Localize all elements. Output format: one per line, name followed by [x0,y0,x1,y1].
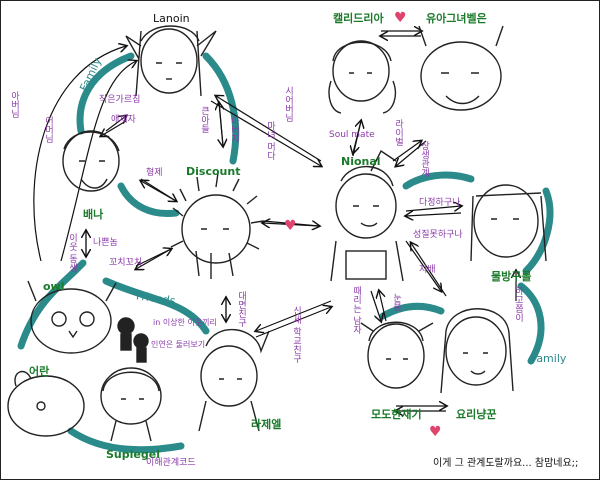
rajel-figure [198,329,270,432]
relation-label: 이웃 동생 [67,233,77,272]
relation-label: 아버지 [229,116,239,143]
owl-figure [27,280,117,354]
relation-label: 신세 학교친구 [291,306,301,363]
kallidria-figure [328,40,397,114]
yoeuroggun-figure [440,308,514,394]
supiegel-figure [100,367,162,442]
group-family-right: Family [531,352,567,365]
name-owl: owl [43,280,65,293]
name-yoeuroggun: 요리냥꾼 [456,408,497,421]
name-mulbangul: 물방구롤 [491,270,532,283]
name-lanoin: Lanoin [153,12,190,25]
relation-label: 이해관계코드 [146,458,196,468]
name-discount: Discount [186,165,241,178]
relation-label: Soul mate [329,130,375,140]
lanoin-figure [125,25,217,97]
name-kallidria: 캘리드리아 [333,12,384,25]
relation-label: 나쁜놈 [93,238,118,248]
relation-label: 대면친구 [236,291,246,327]
relation-label: 인연은 둘러보기 [151,340,206,349]
relation-label: 어머님 [43,116,53,143]
relation-label: 꼬치꼬치 [109,258,143,268]
relation-label: in 이상한 이웃끼리 [153,318,217,327]
family-brackets [17,52,554,454]
discount-figure [170,172,264,279]
relation-label: 마녀 머다 [265,121,275,160]
relation-label: 상생관계 [419,141,429,177]
relation-label: 애제자 [111,115,136,125]
relation-label: 다정하구나 [419,198,461,208]
name-eoran: 어란 [29,365,50,378]
baena-figure [62,130,120,192]
name-moduhanjaegi: 모도한재기 [371,408,422,421]
name-nional: Nional [341,155,381,168]
heart-icon: ♥ [429,424,442,440]
heart-icon: ♥ [284,218,297,234]
character-sketches [7,25,547,442]
relation-label: 라이벌 [393,119,403,146]
relation-label: 아버님 [9,91,19,118]
caption: 이게 그 관계도랄까요... 참맘네요;; [433,458,579,469]
heart-icon: ♥ [394,10,407,26]
name-baena: 배나 [83,208,104,221]
relation-label: 큰아들 [199,106,209,133]
relation-label: 하고쯤이 [513,286,523,322]
mulbangul-figure [470,184,547,262]
relation-label: 때리는 남자 [351,286,361,334]
question-figures [117,317,149,363]
moduhanjaegi-figure [360,321,434,389]
relation-label: 눈물 [391,293,401,311]
relation-label: 형제 [146,168,163,178]
name-rajel: 라제엘 [251,418,282,431]
relation-arrows [33,31,516,411]
family-left-stroke [76,52,135,135]
yuagnabyeol-figure [418,25,504,111]
relation-label: 시어버님 [283,86,293,122]
eoran-figure [7,370,85,437]
relation-label: 성질못하구나 [413,230,463,240]
name-supiegel: Supiegel [106,448,160,461]
name-yuagnabyeol: 유아그녀벨은 [426,12,487,25]
relation-label: 작은가르침 [99,95,141,105]
nional-figure [330,149,404,282]
relation-label: 지배 [419,265,436,275]
